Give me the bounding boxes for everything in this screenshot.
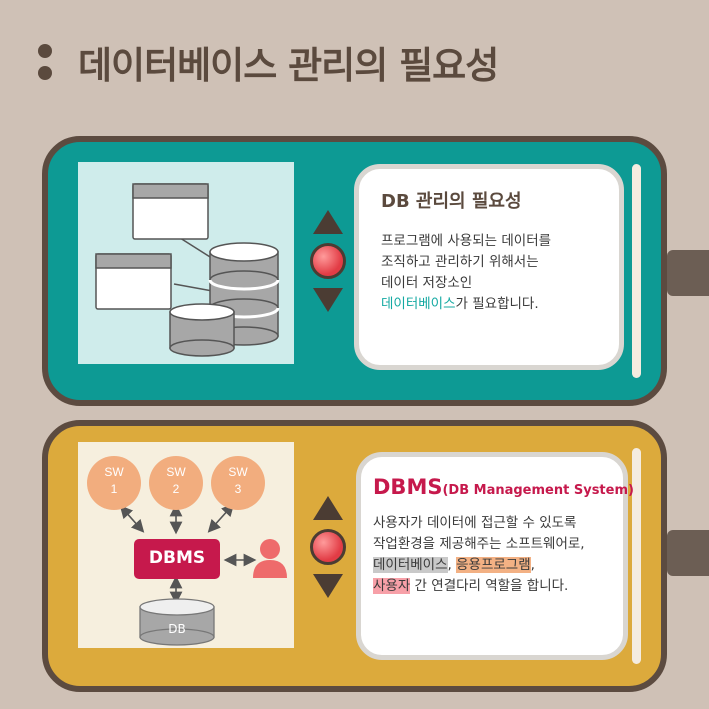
connection-arrows xyxy=(119,503,257,605)
control-buttons xyxy=(310,210,346,312)
colon-bullet-icon xyxy=(38,36,52,88)
dbms-box xyxy=(134,539,220,579)
dbms-label: DBMS xyxy=(148,548,206,568)
highlight-term: 데이터베이스 xyxy=(381,296,456,312)
scroll-rail xyxy=(632,448,641,664)
up-arrow-icon[interactable] xyxy=(313,496,343,520)
info-card: DBMS(DB Management System) 사용자가 데이터에 접근할… xyxy=(356,452,634,660)
database-icon xyxy=(139,598,215,646)
card-title: DBMS(DB Management System) xyxy=(373,475,634,499)
info-card: DB 관리의 필요성 프로그램에 사용되는 데이터를 조직하고 관리하기 위해서… xyxy=(354,164,624,370)
highlight-term: 사용자 xyxy=(373,578,411,594)
table-icon xyxy=(132,183,209,240)
db-label: DB xyxy=(168,622,186,636)
highlight-term: 데이터베이스 xyxy=(373,557,448,573)
highlight-term: 응용프로그램 xyxy=(456,557,531,573)
record-button[interactable] xyxy=(310,529,346,565)
page-title: 데이터베이스 관리의 필요성 xyxy=(78,44,499,87)
sw-node xyxy=(149,456,203,510)
panel-db-management: DB 관리의 필요성 프로그램에 사용되는 데이터를 조직하고 관리하기 위해서… xyxy=(42,136,667,406)
record-button[interactable] xyxy=(310,243,346,279)
card-title: DB 관리의 필요성 xyxy=(381,191,522,212)
card-body: 프로그램에 사용되는 데이터를 조직하고 관리하기 위해서는 데이터 저장소인 … xyxy=(381,233,552,312)
down-arrow-icon[interactable] xyxy=(313,574,343,598)
cable-plug-icon xyxy=(667,530,709,576)
card-body: 사용자가 데이터에 접근할 수 있도록 작업환경을 제공해주는 소프트웨어로, … xyxy=(373,515,585,594)
database-illustration xyxy=(78,162,294,364)
sw-node xyxy=(87,456,141,510)
page-header: 데이터베이스 관리의 필요성 xyxy=(38,36,499,88)
sw-node xyxy=(211,456,265,510)
cable-plug-icon xyxy=(667,250,709,296)
table-icon xyxy=(95,253,172,310)
user-icon xyxy=(253,539,287,578)
down-arrow-icon[interactable] xyxy=(313,288,343,312)
scroll-rail xyxy=(632,164,641,378)
database-icon xyxy=(169,303,235,357)
up-arrow-icon[interactable] xyxy=(313,210,343,234)
control-buttons xyxy=(310,496,346,598)
